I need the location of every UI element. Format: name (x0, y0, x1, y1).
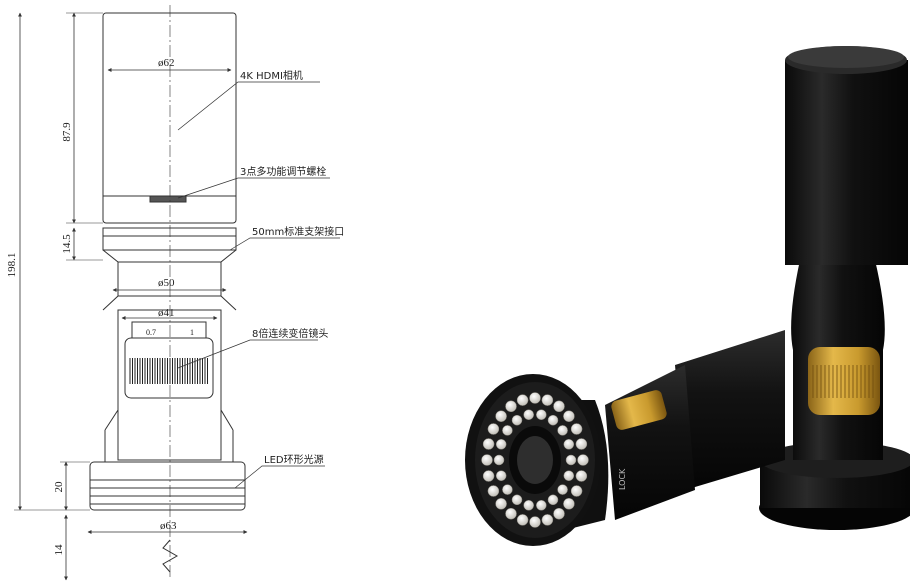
led-bulb (553, 507, 565, 520)
callout-camera: 4K HDMI相机 (240, 69, 303, 82)
zoom-scale-max: 1 (190, 328, 194, 337)
led-bulb (570, 423, 583, 435)
led-bulb (495, 498, 507, 510)
led-bulb (575, 438, 588, 450)
led-bulb (505, 507, 517, 520)
led-bulb (575, 470, 588, 482)
upright-microscope (759, 46, 910, 530)
photo-brand-text: LOCK (618, 468, 627, 490)
product-photo: LOCK (465, 46, 910, 546)
led-bulb (536, 500, 547, 511)
dim-bottom-height: 14 (53, 544, 65, 556)
led-bulb (495, 410, 507, 422)
led-bulb (482, 438, 495, 450)
callout-led-ring: LED环形光源 (264, 453, 324, 466)
callout-mount: 50mm标准支架接口 (252, 225, 344, 238)
led-bulb (557, 484, 568, 495)
led-bulb (577, 454, 589, 466)
led-bulb (505, 400, 517, 413)
zoom-scale-min: 0.7 (146, 328, 156, 337)
callout-zoom-lens: 8倍连续变倍镜头 (252, 327, 328, 340)
led-bulb (523, 409, 534, 420)
dim-total-height: 198.1 (6, 253, 18, 278)
led-bulb (502, 425, 513, 436)
photo-gold-knob-horizontal (611, 390, 667, 430)
zoom-lens-outline (117, 309, 222, 461)
dim-base-diameter: ø63 (160, 520, 177, 532)
led-ring-array (481, 392, 589, 528)
led-bulb (493, 454, 505, 466)
led-bulb (511, 414, 523, 426)
led-bulb (553, 400, 565, 413)
technical-drawing: ø62 ø50 ø41 ø63 0.7 1 87.9 14.5 198.1 20… (6, 5, 344, 581)
led-ring-outline (89, 461, 246, 511)
led-bulb (565, 454, 577, 466)
led-bulb (541, 514, 554, 526)
dim-lens-diameter: ø41 (158, 307, 175, 319)
led-bulb (502, 484, 513, 495)
photo-gold-knob-upright (808, 347, 880, 415)
led-bulb (529, 392, 541, 404)
led-bulb (547, 494, 559, 506)
led-bulb (570, 485, 583, 497)
led-bulb (563, 498, 575, 510)
callout-fine-focus: 3点多功能调节螺栓 (240, 165, 326, 178)
led-bulb (536, 409, 547, 420)
led-bulb (516, 514, 529, 526)
led-bulb (541, 394, 554, 406)
led-bulb (482, 470, 495, 482)
led-bulb (523, 500, 534, 511)
dim-top-diameter: ø62 (158, 57, 175, 69)
led-bulb (516, 394, 529, 406)
led-bulb (563, 410, 575, 422)
dim-camera-height: 87.9 (61, 122, 73, 142)
led-bulb (529, 516, 541, 528)
led-bulb (547, 414, 559, 426)
led-bulb (481, 454, 493, 466)
led-bulb (511, 494, 523, 506)
mount-flange-outline (102, 227, 237, 251)
zoom-ring (124, 337, 214, 399)
led-bulb (487, 485, 500, 497)
led-bulb (487, 423, 500, 435)
fine-focus-knob (149, 195, 187, 203)
led-bulb (563, 470, 575, 481)
dim-mid-diameter: ø50 (158, 277, 175, 289)
led-bulb (557, 425, 568, 436)
led-bulb (495, 470, 507, 481)
camera-body-outline (102, 12, 237, 224)
dim-mount-height: 14.5 (61, 234, 73, 254)
led-bulb (563, 439, 575, 450)
led-bulb (495, 439, 507, 450)
dim-light-height: 20 (53, 481, 65, 493)
